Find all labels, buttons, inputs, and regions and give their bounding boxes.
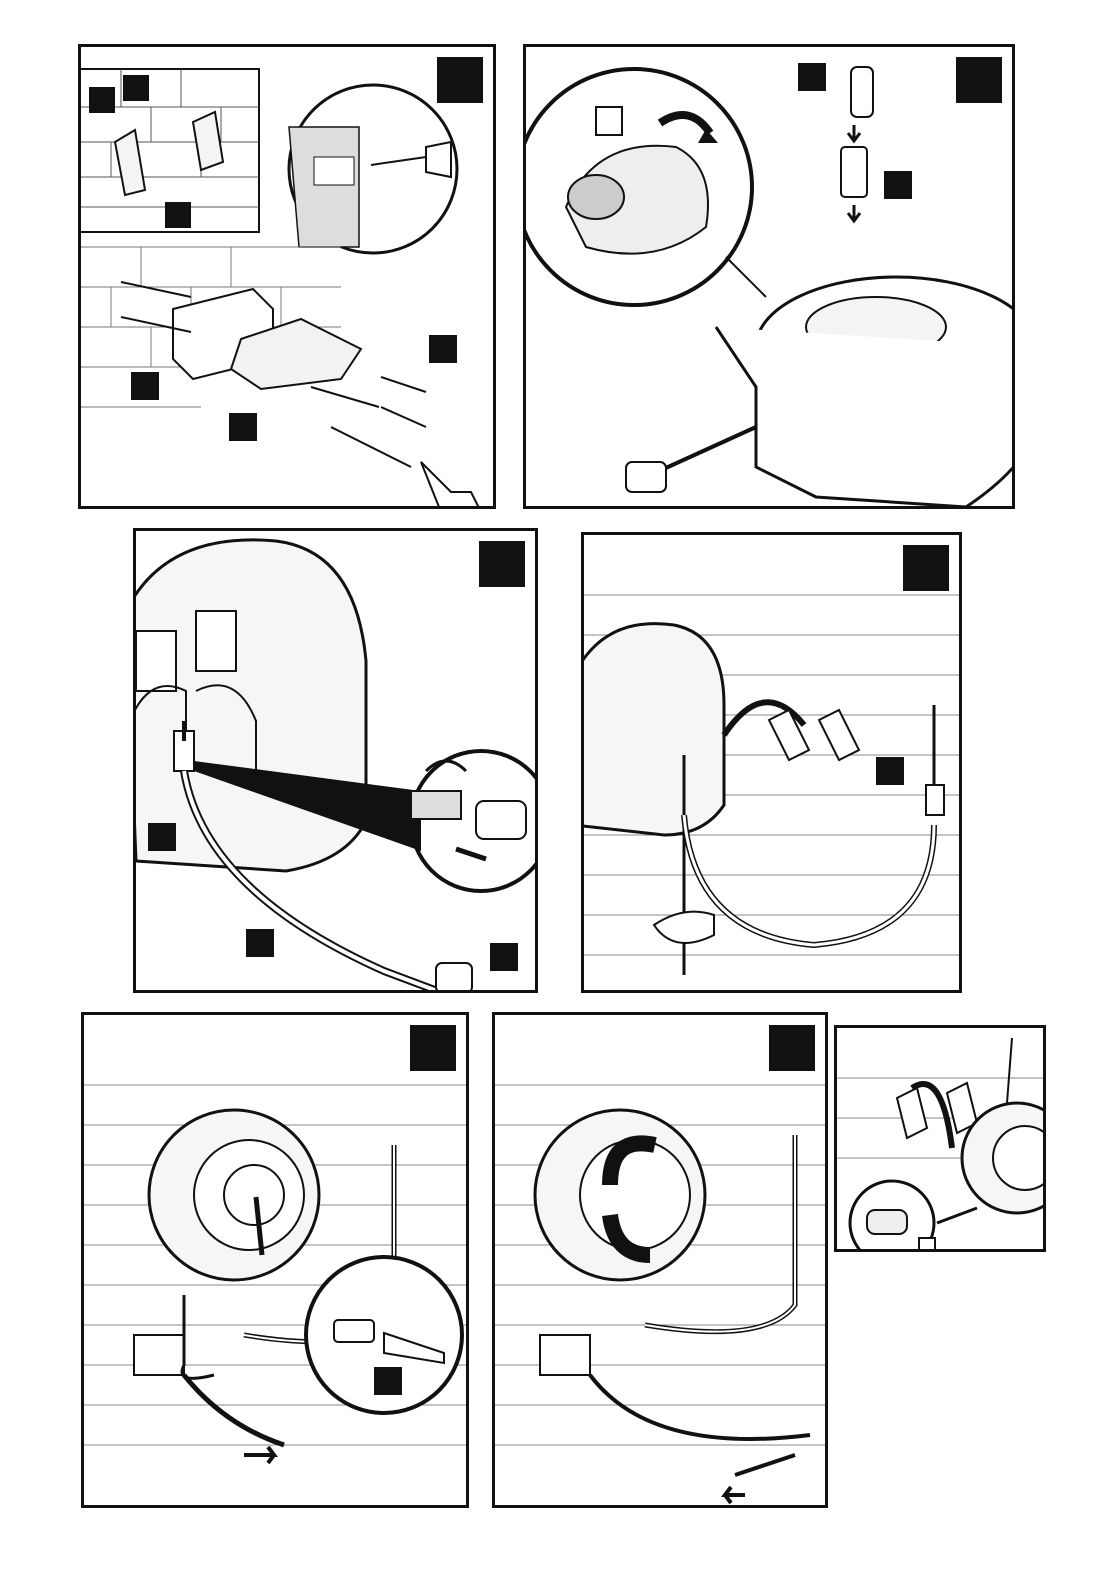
- panel-3-hose-connection: [133, 528, 538, 993]
- reel-unlock-illustration: [526, 47, 1015, 509]
- panel-2-reel-unlock: [523, 44, 1015, 509]
- remove-reel-illustration: [837, 1028, 1046, 1252]
- hose-connection-illustration: [136, 531, 538, 993]
- attach-nozzle-illustration: [84, 1015, 469, 1508]
- panel-1-wall-mounting: [78, 44, 496, 509]
- panel-5-attach-nozzle: [81, 1012, 469, 1508]
- panel-6-rewind-lock: [492, 1012, 828, 1508]
- hang-reel-illustration: [584, 535, 962, 993]
- lock-icon: [919, 1238, 935, 1252]
- rewind-illustration: [495, 1015, 828, 1508]
- panel-6-inset-remove: [834, 1025, 1046, 1252]
- wall-mounting-illustration: [81, 47, 496, 509]
- unlock-icon: [596, 107, 622, 135]
- panel-4-hang-reel: [581, 532, 962, 993]
